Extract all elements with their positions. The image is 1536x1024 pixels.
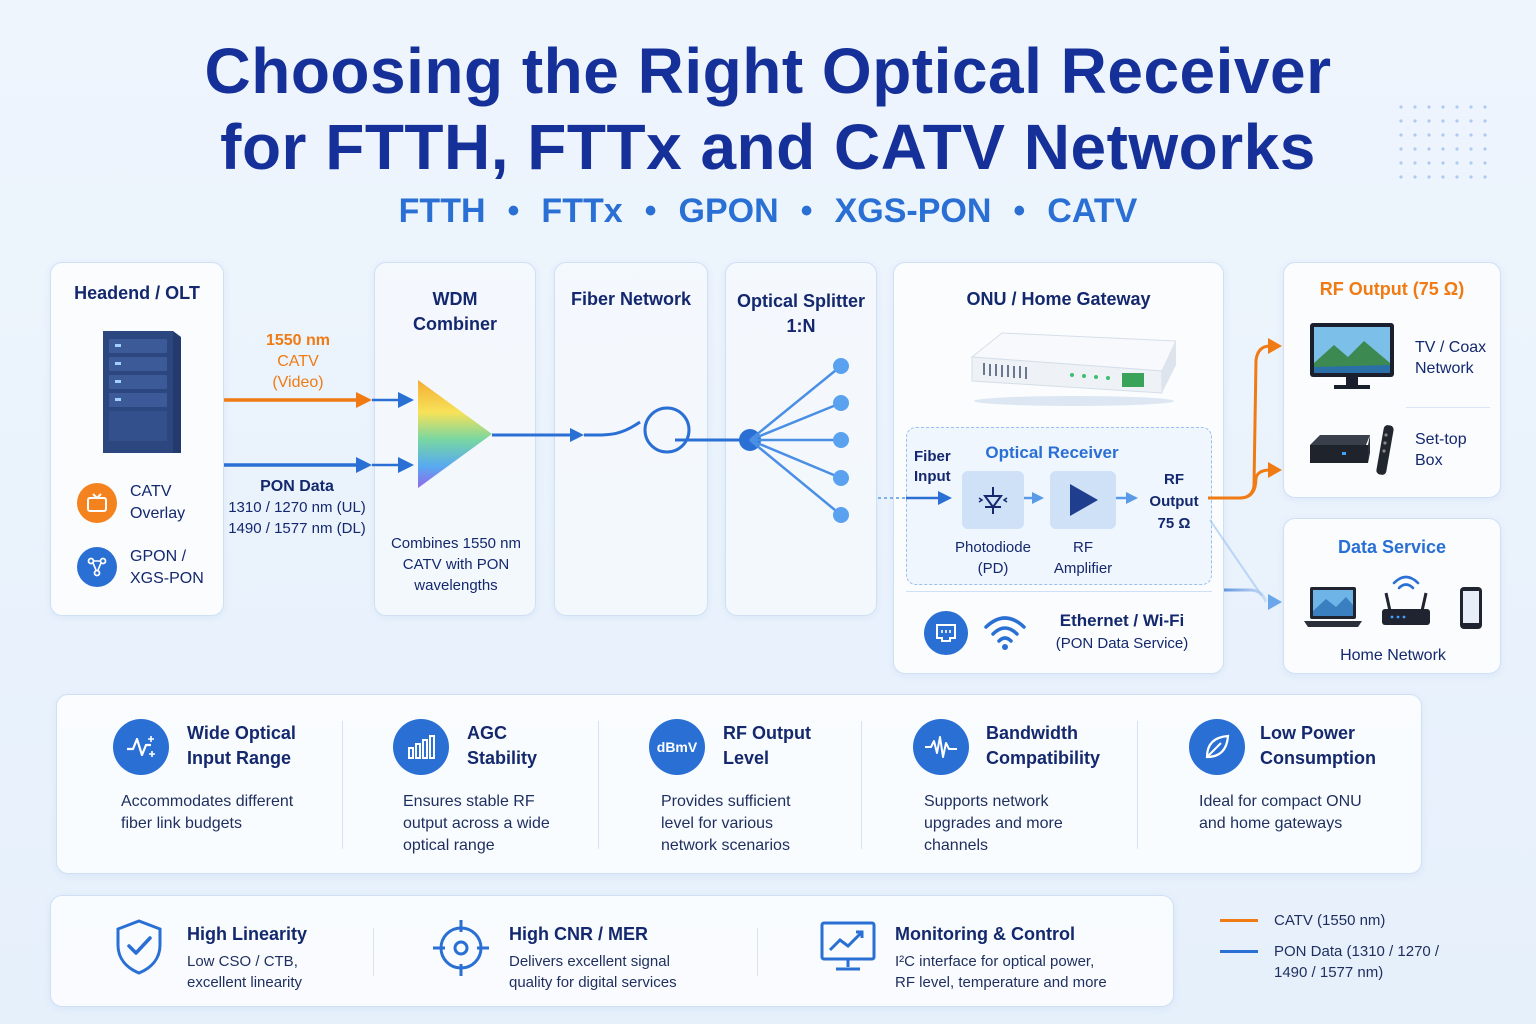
wdm-prism-icon <box>418 380 492 488</box>
page-title-line2: for FTTH, FTTx and CATV Networks <box>220 111 1316 183</box>
onu-card: ONU / Home Gateway Optical Receiver Fibe… <box>893 262 1224 674</box>
monitor-chart-icon <box>820 921 876 971</box>
divider <box>1406 407 1490 408</box>
rf-amplifier-icon <box>1050 471 1116 529</box>
headend-title: Headend / OLT <box>74 283 200 303</box>
legend-item-pon: PON Data (1310 / 1270 / 1490 / 1577 nm) <box>1220 941 1510 983</box>
bottom-features-panel: High Linearity Low CSO / CTB, excellent … <box>50 895 1174 1007</box>
decorative-dot-grid <box>1394 100 1490 180</box>
signal-flow-diagram <box>224 338 1282 610</box>
tag: XGS-PON <box>834 192 992 230</box>
gpon-label: GPON /XGS-PON <box>130 548 204 587</box>
data-service-arrow <box>1209 519 1282 610</box>
tag: CATV <box>1047 192 1138 230</box>
set-top-box-icon <box>1310 425 1394 475</box>
waveform-icon <box>913 719 969 775</box>
tag: GPON <box>678 192 779 230</box>
fiber-title: Fiber Network <box>570 289 692 309</box>
divider <box>342 721 343 849</box>
wifi-icon <box>984 616 1026 650</box>
home-network-label: Home Network <box>1340 647 1446 664</box>
home-gateway-device-icon <box>970 332 1176 406</box>
legend-swatch <box>1220 950 1258 953</box>
bottom-feature-text: High CNR / MER Delivers excellent signal… <box>509 924 677 991</box>
divider <box>373 928 374 976</box>
catv-signal-arrow <box>224 392 414 408</box>
divider <box>906 591 1212 592</box>
smartphone-icon <box>1460 587 1482 629</box>
tag: FTTx <box>541 192 623 230</box>
leaf-icon <box>1189 719 1245 775</box>
divider <box>861 721 862 849</box>
bottom-feature-text: Monitoring & Control I²C interface for o… <box>895 924 1107 991</box>
optical-receiver-title: Optical Receiver <box>985 443 1119 462</box>
bottom-feature-text: High Linearity Low CSO / CTB, excellent … <box>187 924 308 991</box>
ethernet-wifi-label: Ethernet / Wi-Fi (PON Data Service) <box>1055 611 1189 652</box>
network-nodes-icon <box>77 547 117 587</box>
pon-signal-label: PON Data 1310 / 1270 nm (UL) 1490 / 1577… <box>228 478 366 537</box>
shield-check-icon <box>116 919 162 975</box>
fiber-coil-icon <box>643 406 691 454</box>
photodiode-label: Photodiode(PD) <box>955 539 1031 577</box>
rf-output-title: RF Output (75 Ω) <box>1319 279 1465 299</box>
data-service-card: Data Service Home Network <box>1283 518 1501 674</box>
laptop-icon <box>1304 587 1362 627</box>
divider <box>757 928 758 976</box>
photodiode-icon <box>962 471 1024 529</box>
ethernet-port-icon <box>924 611 968 655</box>
wave-sparkle-icon <box>113 719 169 775</box>
divider <box>1137 721 1138 849</box>
tag: FTTH <box>398 192 486 230</box>
legend-item-catv: CATV (1550 nm) <box>1220 910 1510 931</box>
onu-title: ONU / Home Gateway <box>966 289 1151 309</box>
divider <box>598 721 599 849</box>
data-service-title: Data Service <box>1337 537 1447 557</box>
rf-output-arrows <box>1208 338 1282 500</box>
bar-chart-icon <box>393 719 449 775</box>
tv-icon <box>77 483 117 523</box>
page-title-line1: Choosing the Right Optical Receiver <box>204 35 1332 107</box>
pon-signal-arrow <box>224 457 414 473</box>
dbmv-icon: dBmV <box>649 719 705 775</box>
target-icon <box>433 920 489 976</box>
server-rack-icon <box>103 331 181 453</box>
legend-swatch <box>1220 919 1258 922</box>
tag-row: FTTH•FTTx•GPON•XGS-PON•CATV <box>398 192 1138 230</box>
television-icon <box>1310 323 1394 389</box>
router-icon <box>1382 575 1430 625</box>
legend: CATV (1550 nm) PON Data (1310 / 1270 / 1… <box>1220 910 1510 983</box>
